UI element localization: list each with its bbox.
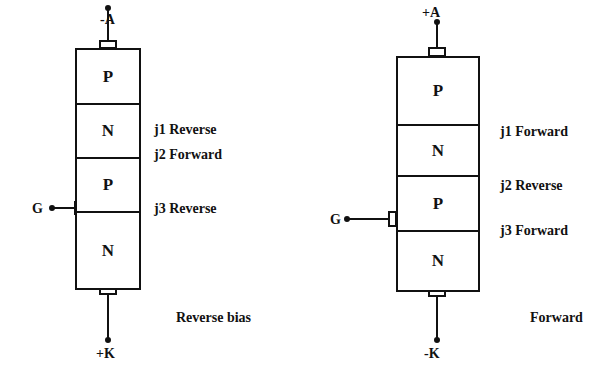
semiconductor-layer: P bbox=[396, 56, 480, 126]
junction-label: j2 Reverse bbox=[500, 178, 563, 193]
bias-label: Reverse bias bbox=[176, 310, 251, 325]
cathode-lead bbox=[436, 294, 438, 340]
terminal-dot bbox=[435, 338, 439, 342]
semiconductor-layer: N bbox=[396, 124, 480, 177]
semiconductor-layer: N bbox=[75, 211, 141, 290]
terminal-dot bbox=[106, 338, 110, 342]
layer-letter: N bbox=[432, 251, 444, 271]
layer-letter: N bbox=[102, 121, 114, 141]
terminal-dot bbox=[435, 20, 439, 24]
layer-letter: P bbox=[103, 67, 113, 87]
gate-lead bbox=[52, 207, 75, 209]
terminal-label: -K bbox=[424, 346, 440, 361]
gate-tab bbox=[389, 212, 396, 226]
terminal-label: +A bbox=[422, 5, 440, 20]
semiconductor-layer: N bbox=[75, 103, 141, 159]
terminal-dot bbox=[106, 6, 110, 10]
junction-label: j2 Forward bbox=[154, 147, 222, 162]
anode-tab bbox=[100, 41, 116, 48]
layer-letter: P bbox=[103, 175, 113, 195]
semiconductor-layer: N bbox=[396, 230, 480, 292]
terminal-dot bbox=[345, 217, 349, 221]
semiconductor-layer: P bbox=[75, 48, 141, 105]
junction-label: j3 Forward bbox=[500, 223, 568, 238]
anode-tab bbox=[429, 48, 445, 56]
layer-letter: P bbox=[433, 81, 443, 101]
junction-label: j1 Forward bbox=[500, 124, 568, 139]
bias-label: Forward bbox=[530, 310, 583, 325]
cathode-lead bbox=[107, 290, 109, 340]
layer-letter: P bbox=[433, 194, 443, 214]
terminal-label: -A bbox=[100, 12, 115, 27]
gate-lead bbox=[347, 218, 391, 220]
layer-letter: N bbox=[432, 141, 444, 161]
junction-label: j1 Reverse bbox=[154, 122, 217, 137]
gate-label: G bbox=[32, 201, 43, 216]
semiconductor-layer: P bbox=[396, 175, 480, 232]
junction-label: j3 Reverse bbox=[154, 201, 217, 216]
semiconductor-layer: P bbox=[75, 157, 141, 213]
gate-label: G bbox=[330, 212, 341, 227]
layer-letter: N bbox=[102, 241, 114, 261]
terminal-dot bbox=[50, 206, 54, 210]
terminal-label: +K bbox=[96, 346, 115, 361]
